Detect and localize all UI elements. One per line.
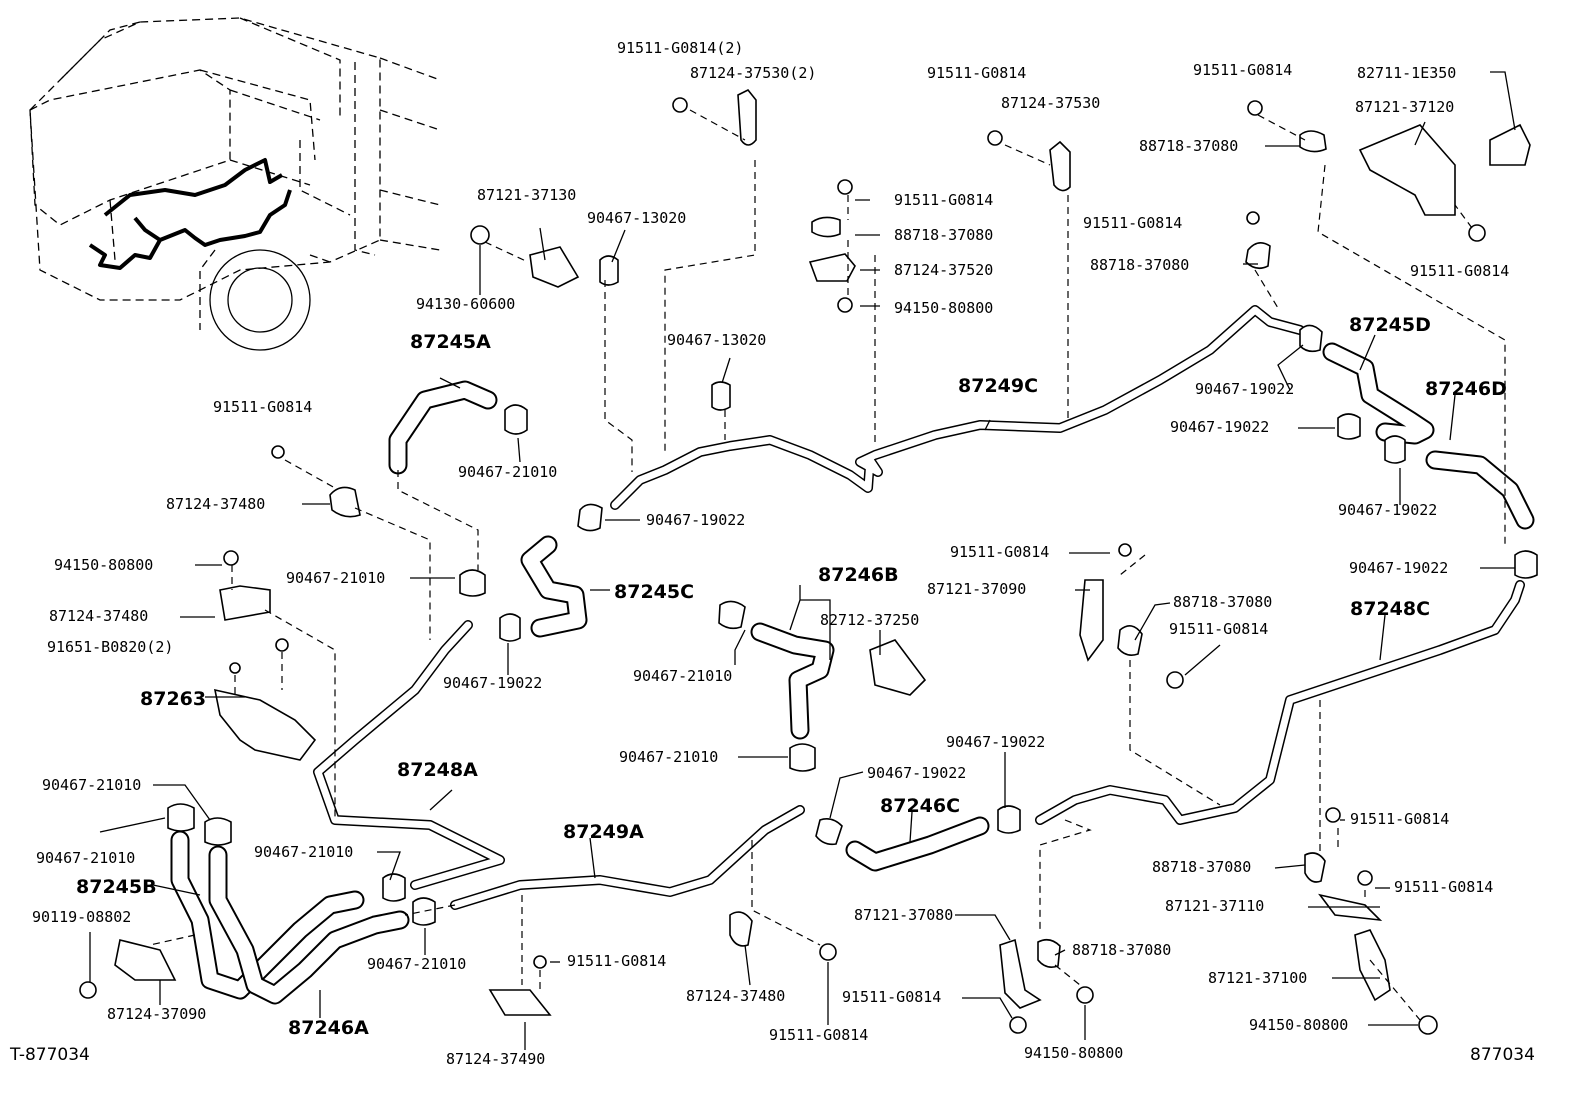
- label-87245A: 87245A: [410, 331, 491, 353]
- part-label: 90467-19022: [867, 764, 966, 782]
- part-label: 87121-37120: [1355, 98, 1454, 116]
- part-label: 91511-G0814: [1193, 61, 1292, 79]
- part-label: 94150-80800: [894, 299, 993, 317]
- part-label: 88718-37080: [1090, 256, 1189, 274]
- label-87248C: 87248C: [1350, 598, 1430, 620]
- label-87245D: 87245D: [1349, 314, 1431, 336]
- part-label: 90467-19022: [1349, 559, 1448, 577]
- part-label: 90467-21010: [633, 667, 732, 685]
- part-label: 87121-37130: [477, 186, 576, 204]
- leader-lines: [89, 71, 1516, 1050]
- part-label: 87124-37490: [446, 1050, 545, 1068]
- label-87263: 87263: [140, 688, 206, 710]
- part-label: 87124-37480: [166, 495, 265, 513]
- page-number: 877034: [1470, 1045, 1535, 1065]
- part-label: 87121-37100: [1208, 969, 1307, 987]
- part-label: 90467-19022: [1195, 380, 1294, 398]
- part-label: 90467-21010: [254, 843, 353, 861]
- wire-harness: [88, 158, 292, 270]
- part-label: 91511-G0814: [842, 988, 941, 1006]
- part-label: 87124-37530(2): [690, 64, 816, 82]
- truck-illustration: [29, 17, 441, 351]
- part-label: 91511-G0814: [950, 543, 1049, 561]
- part-label: 90467-19022: [1338, 501, 1437, 519]
- label-87246D: 87246D: [1425, 378, 1507, 400]
- part-label: 94150-80800: [1249, 1016, 1348, 1034]
- part-label: 90467-19022: [946, 733, 1045, 751]
- label-87248A: 87248A: [397, 759, 478, 781]
- part-label: 88718-37080: [1072, 941, 1171, 959]
- diagram-id: T-877034: [9, 1045, 90, 1065]
- label-87245B: 87245B: [76, 876, 157, 898]
- label-87245C: 87245C: [614, 581, 694, 603]
- part-label: 88718-37080: [1152, 858, 1251, 876]
- part-label: 91511-G0814: [1394, 878, 1493, 896]
- part-label: 90119-08802: [32, 908, 131, 926]
- part-label: 87124-37480: [49, 607, 148, 625]
- hoses-and-pipes: [170, 305, 1535, 1005]
- label-87246A: 87246A: [288, 1017, 369, 1039]
- part-label: 90467-21010: [619, 748, 718, 766]
- label-87249C: 87249C: [958, 375, 1038, 397]
- part-label: 94130-60600: [416, 295, 515, 313]
- part-label: 82712-37250: [820, 611, 919, 629]
- part-label: 91511-G0814: [894, 191, 993, 209]
- part-label: 90467-21010: [286, 569, 385, 587]
- part-label: 91651-B0820(2): [47, 638, 173, 656]
- part-label: 87121-37080: [854, 906, 953, 924]
- part-label: 90467-19022: [443, 674, 542, 692]
- part-label: 90467-21010: [367, 955, 466, 973]
- part-label: 87121-37110: [1165, 897, 1264, 915]
- part-label: 87121-37090: [927, 580, 1026, 598]
- part-label: 91511-G0814: [213, 398, 312, 416]
- part-label: 90467-21010: [36, 849, 135, 867]
- label-87246B: 87246B: [818, 564, 899, 586]
- part-label: 91511-G0814: [1350, 810, 1449, 828]
- label-87249A: 87249A: [563, 821, 644, 843]
- part-label: 94150-80800: [1024, 1044, 1123, 1062]
- part-label: 91511-G0814: [1083, 214, 1182, 232]
- part-label: 91511-G0814: [769, 1026, 868, 1044]
- part-label: 91511-G0814: [927, 64, 1026, 82]
- part-label: 91511-G0814: [1169, 620, 1268, 638]
- part-label: 94150-80800: [54, 556, 153, 574]
- hose-labels: 87245A 87245B 87245C 87245D 87246A 87246…: [76, 314, 1507, 1039]
- part-label: 91511-G0814(2): [617, 39, 743, 57]
- part-number-labels: 91511-G0814(2) 87124-37530(2) 87121-3713…: [32, 39, 1509, 1068]
- part-label: 88718-37080: [1139, 137, 1238, 155]
- part-label: 91511-G0814: [567, 952, 666, 970]
- part-label: 87124-37530: [1001, 94, 1100, 112]
- part-label: 90467-13020: [667, 331, 766, 349]
- part-label: 82711-1E350: [1357, 64, 1456, 82]
- part-label: 91511-G0814: [1410, 262, 1509, 280]
- part-label: 88718-37080: [1173, 593, 1272, 611]
- part-label: 90467-21010: [458, 463, 557, 481]
- part-label: 90467-19022: [1170, 418, 1269, 436]
- part-label: 88718-37080: [894, 226, 993, 244]
- part-label: 87124-37480: [686, 987, 785, 1005]
- part-label: 90467-21010: [42, 776, 141, 794]
- label-87246C: 87246C: [880, 795, 960, 817]
- part-label: 90467-19022: [646, 511, 745, 529]
- part-label: 90467-13020: [587, 209, 686, 227]
- clamps-and-fittings: [79, 88, 1538, 1035]
- part-label: 87124-37090: [107, 1005, 206, 1023]
- part-label: 87124-37520: [894, 261, 993, 279]
- reference-dash-lines: [149, 109, 1506, 1021]
